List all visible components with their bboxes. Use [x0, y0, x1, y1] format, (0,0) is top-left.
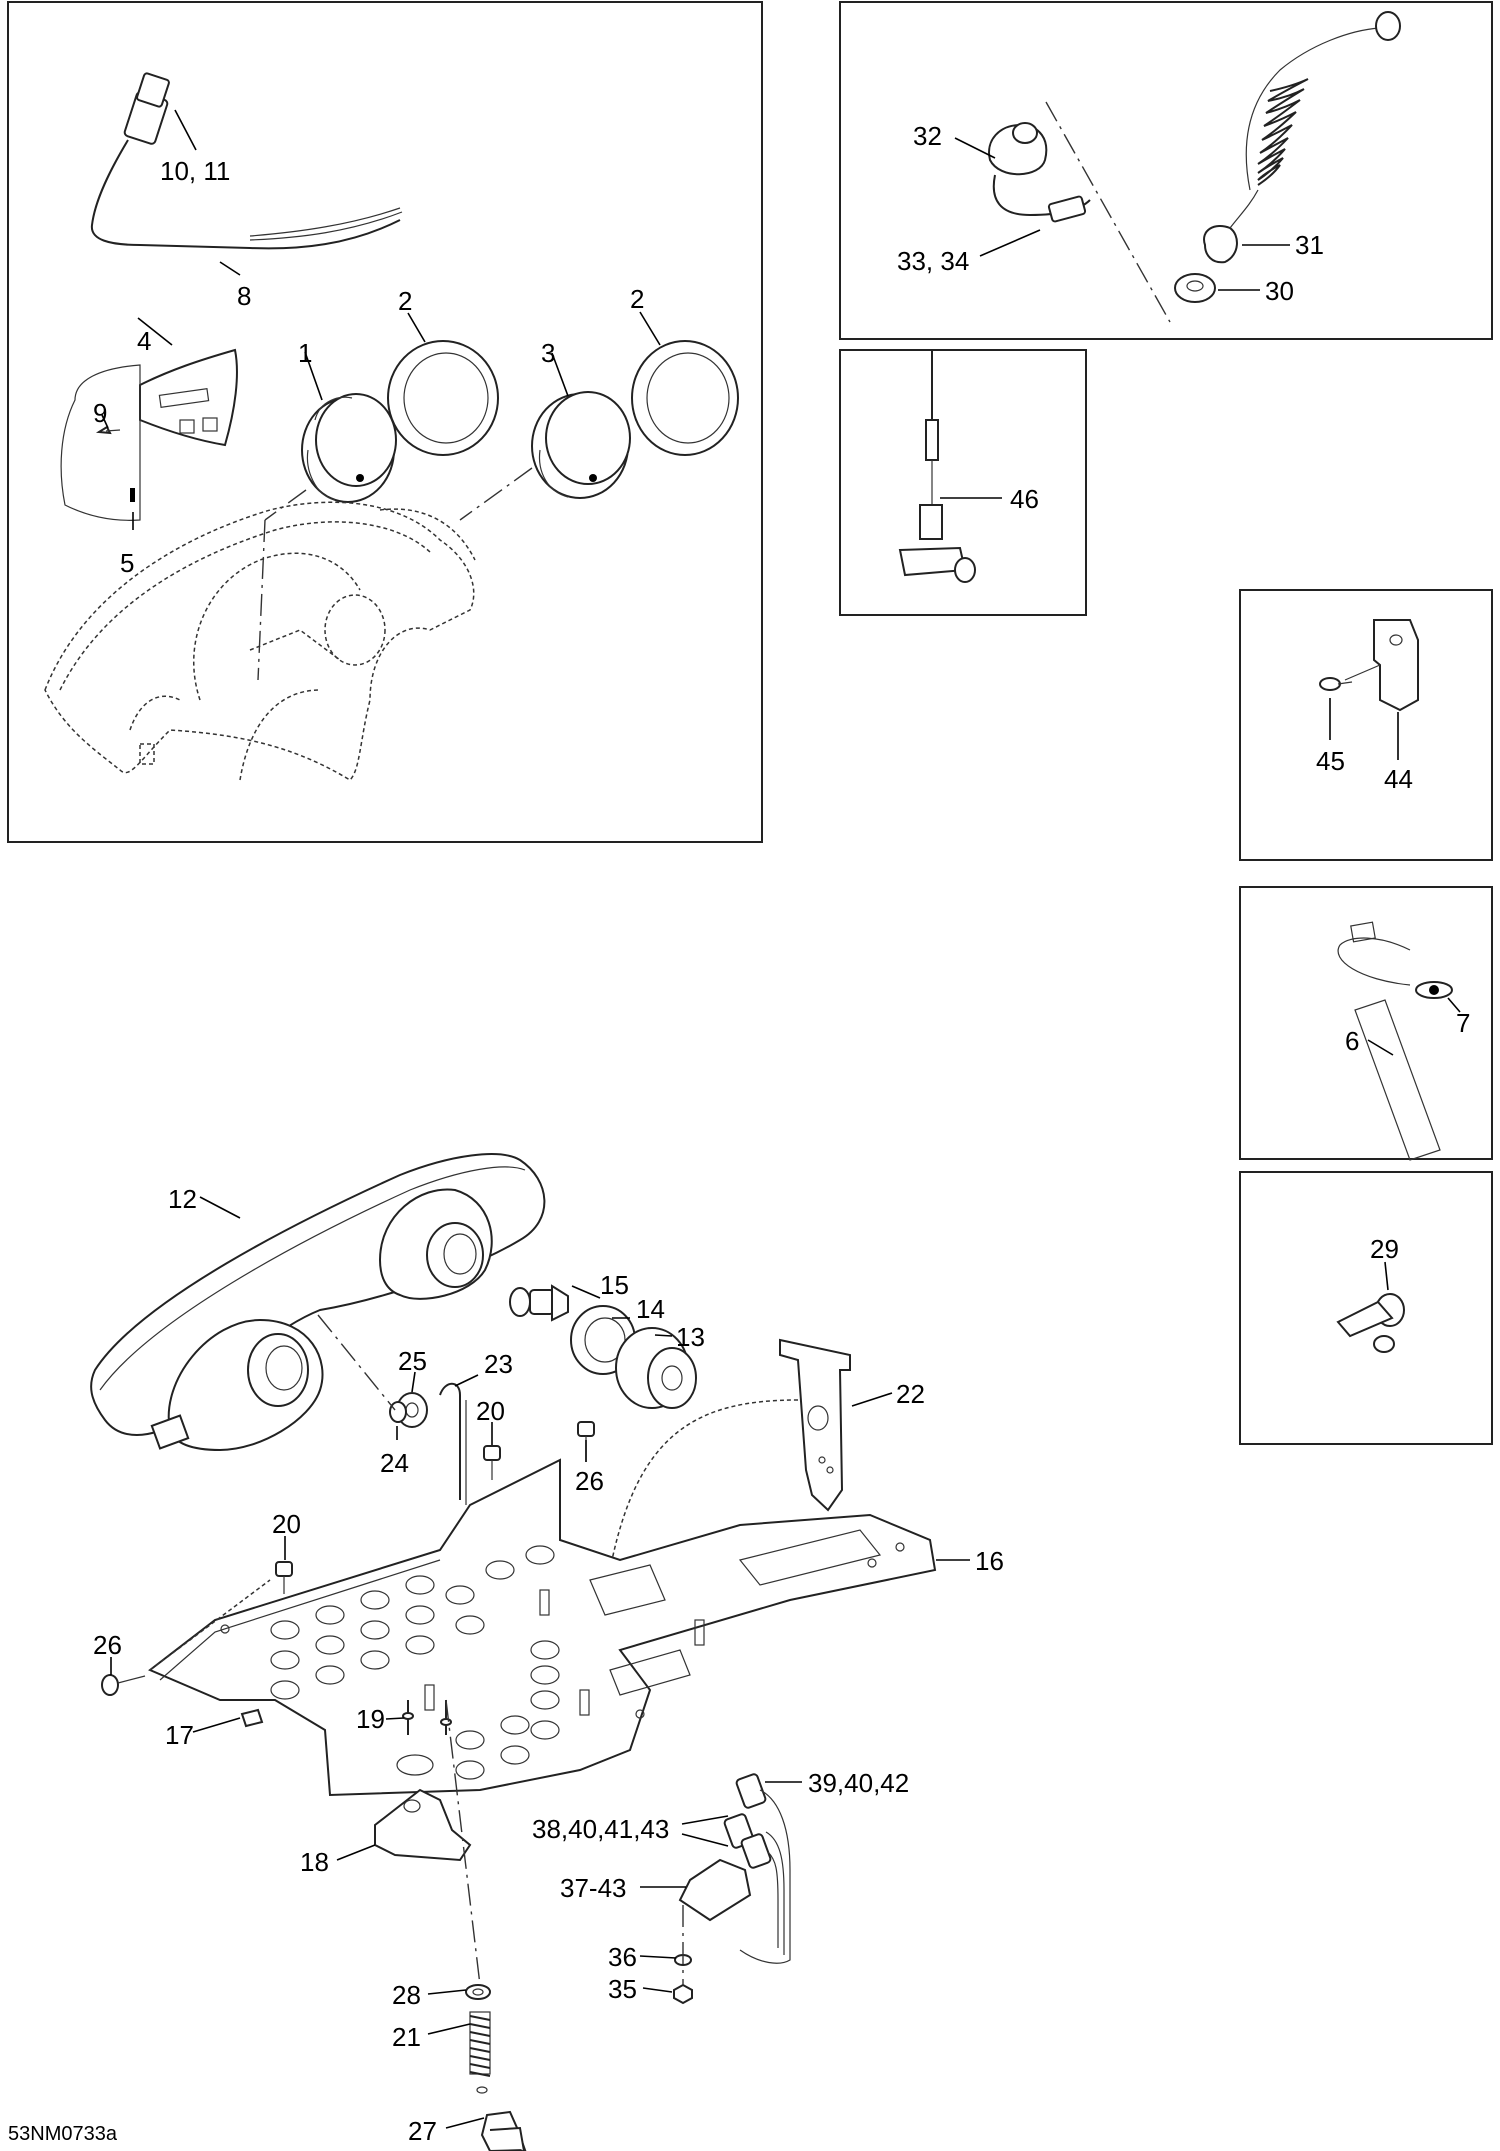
tether-cord — [1203, 11, 1401, 264]
label-25: 25 — [398, 1346, 427, 1376]
label-12: 12 — [168, 1184, 197, 1214]
label-26a: 26 — [575, 1466, 604, 1496]
lower-bracket — [374, 1788, 472, 1862]
label-19: 19 — [356, 1704, 385, 1734]
label-17: 17 — [165, 1720, 194, 1750]
label-16: 16 — [975, 1546, 1004, 1576]
label-35: 35 — [608, 1974, 637, 2004]
label-8: 8 — [237, 281, 251, 311]
label-26b: 26 — [93, 1630, 122, 1660]
label-18: 18 — [300, 1847, 329, 1877]
mounting-plate — [148, 1458, 937, 1797]
bezel-ring-2 — [631, 340, 739, 456]
label-31: 31 — [1295, 230, 1324, 260]
label-38-43: 38,40,41,43 — [532, 1814, 669, 1844]
label-44: 44 — [1384, 764, 1413, 794]
trim-bezel — [139, 348, 238, 447]
bracket-panel: 45 44 — [1239, 589, 1493, 861]
label-46: 46 — [1010, 484, 1039, 514]
screw-20a — [483, 1445, 501, 1480]
label-13: 13 — [676, 1322, 705, 1352]
gauge-3 — [531, 391, 631, 499]
label-7: 7 — [1456, 1008, 1470, 1038]
label-5: 5 — [120, 548, 134, 578]
label-22: 22 — [896, 1379, 925, 1409]
adjuster-knob — [480, 2110, 527, 2151]
tether-cap — [1174, 273, 1216, 303]
label-45: 45 — [1316, 746, 1345, 776]
label-30: 30 — [1265, 276, 1294, 306]
label-37-43: 37-43 — [560, 1873, 627, 1903]
label-20a: 20 — [476, 1396, 505, 1426]
adjuster-clip — [389, 1401, 407, 1423]
label-20b: 20 — [272, 1509, 301, 1539]
label-27: 27 — [408, 2116, 437, 2146]
headlight-bulb — [509, 1284, 569, 1322]
label-10-11: 10, 11 — [160, 156, 230, 186]
plate-holes — [270, 1545, 560, 1780]
label-9: 9 — [93, 398, 107, 428]
tether-panel: 32 33, 34 31 30 — [839, 1, 1493, 340]
screw — [95, 425, 121, 435]
grommet — [240, 1708, 264, 1728]
label-23: 23 — [484, 1349, 513, 1379]
decal — [60, 364, 141, 521]
label-4: 4 — [137, 326, 151, 356]
wire-harness — [90, 72, 403, 250]
fuel-sender — [1337, 921, 1453, 1161]
plate-pins — [402, 1700, 452, 1735]
screw-26b — [101, 1674, 146, 1696]
label-29: 29 — [1370, 1234, 1399, 1264]
rubber-boot — [615, 1327, 697, 1409]
label-2b: 2 — [630, 284, 644, 314]
headlight-housing — [90, 1153, 546, 1452]
label-6: 6 — [1345, 1026, 1359, 1056]
label-28: 28 — [392, 1980, 421, 2010]
mount-bracket — [779, 1338, 851, 1512]
start-switch — [988, 122, 1091, 223]
clip-bracket — [1344, 619, 1419, 712]
adjuster-spring — [469, 2011, 491, 2094]
adjuster-washer — [465, 1984, 491, 2000]
connector-nut — [673, 1983, 693, 2005]
key-switch — [1336, 1293, 1405, 1353]
adjuster-rod — [439, 1382, 467, 1505]
label-21: 21 — [392, 2022, 421, 2052]
label-33-34: 33, 34 — [897, 246, 969, 276]
label-36: 36 — [608, 1942, 637, 1972]
keyswitch-panel: 29 — [1239, 1171, 1493, 1445]
gauge-panel: 10, 11 8 4 9 5 1 2 3 2 — [7, 1, 763, 843]
sensor-panel: 46 — [839, 349, 1087, 616]
label-2a: 2 — [398, 286, 412, 316]
label-3: 3 — [541, 338, 555, 368]
label-1: 1 — [298, 338, 312, 368]
dash-housing — [44, 501, 476, 781]
bezel-ring-1 — [387, 340, 499, 456]
sender-panel: 7 6 — [1239, 886, 1493, 1161]
label-24: 24 — [380, 1448, 409, 1478]
screw-20b — [275, 1561, 293, 1594]
label-39-42: 39,40,42 — [808, 1768, 909, 1798]
reference-code: 53NM0733a — [8, 2123, 118, 2145]
gauge-1 — [301, 393, 397, 503]
label-15: 15 — [600, 1270, 629, 1300]
label-14: 14 — [636, 1294, 665, 1324]
label-32: 32 — [913, 121, 942, 151]
sensor-46 — [898, 350, 976, 583]
headlight-assembly: 12 15 14 13 22 23 25 20 24 26 20 26 16 1… — [90, 1153, 1004, 2151]
connector-harness — [678, 1773, 791, 1964]
bracket-screw — [1319, 677, 1353, 691]
